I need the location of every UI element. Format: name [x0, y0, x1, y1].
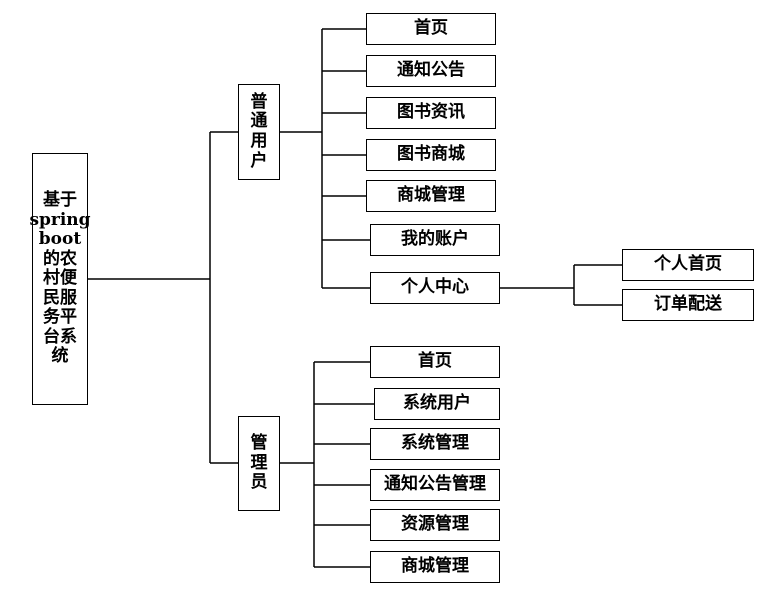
user-item-home: 首页 [366, 13, 496, 45]
user-item-personal-center: 个人中心 [370, 272, 500, 304]
admin-group-node: 管 理 员 [238, 416, 280, 511]
admin-item-system-users: 系统用户 [374, 388, 500, 420]
order-delivery-node: 订单配送 [622, 289, 754, 321]
user-item-mall-manage: 商城管理 [366, 180, 496, 212]
user-group-node: 普 通 用 户 [238, 84, 280, 180]
user-item-notice: 通知公告 [366, 55, 496, 87]
admin-item-mall-manage: 商城管理 [370, 551, 500, 583]
admin-item-system-manage: 系统管理 [370, 428, 500, 460]
admin-item-home: 首页 [370, 346, 500, 378]
user-item-my-account: 我的账户 [370, 224, 500, 256]
personal-home-node: 个人首页 [622, 249, 754, 281]
user-item-book-info: 图书资讯 [366, 97, 496, 129]
root-node: 基于 spring boot 的农 村便 民服 务平 台系 统 [29, 153, 91, 405]
user-item-book-mall: 图书商城 [366, 139, 496, 171]
admin-item-notice-manage: 通知公告管理 [370, 469, 500, 501]
admin-item-resource-manage: 资源管理 [370, 509, 500, 541]
